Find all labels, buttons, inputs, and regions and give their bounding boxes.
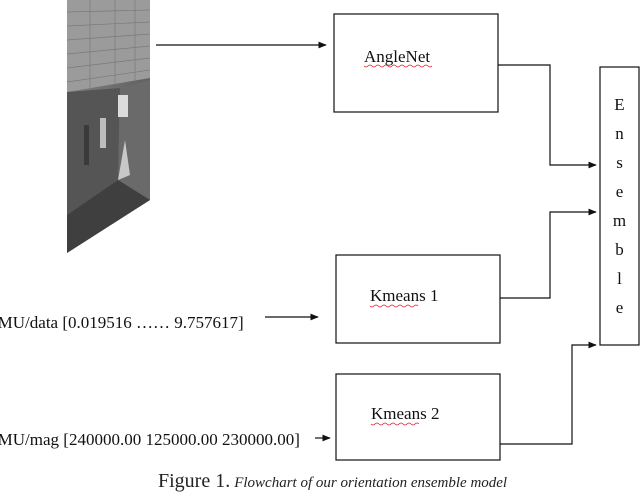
anglenet-label: AngleNet <box>364 47 430 66</box>
ensemble-letter: E <box>614 95 624 114</box>
camera-image <box>66 0 151 253</box>
figure-number: Figure 1. <box>158 470 231 492</box>
ensemble-letter: e <box>616 182 624 201</box>
ensemble-letter: l <box>617 269 622 288</box>
kmeans2-box <box>335 373 501 461</box>
edge-kmeans1-to-ensemble <box>500 208 597 299</box>
ensemble-box <box>599 66 640 346</box>
imu-mag-input: IMU/mag [240000.00 125000.00 230000.00] <box>0 430 300 449</box>
kmeans2-label: Kmeans 2 <box>371 404 439 423</box>
kmeans1-label: Kmeans 1 <box>370 286 438 305</box>
imu-data-input: IMU/data [0.019516 …… 9.757617] <box>0 313 244 332</box>
anglenet-node: AngleNet <box>333 13 499 113</box>
figure-caption: Figure 1. Flowchart of our orientation e… <box>158 470 507 493</box>
edge-kmeans2-to-ensemble <box>500 341 597 445</box>
figure-caption-text: Flowchart of our orientation ensemble mo… <box>234 475 508 491</box>
ensemble-letter: n <box>615 124 624 143</box>
ensemble-letter: b <box>615 240 624 259</box>
anglenet-box <box>333 13 499 113</box>
edge-anglenet-to-ensemble <box>498 64 597 169</box>
kmeans1-box <box>335 254 501 344</box>
kmeans1-node: Kmeans 1 <box>335 254 501 344</box>
ensemble-letter: m <box>613 211 626 230</box>
ensemble-letter: s <box>616 153 623 172</box>
ensemble-letter: e <box>616 298 624 317</box>
kmeans2-node: Kmeans 2 <box>335 373 501 461</box>
